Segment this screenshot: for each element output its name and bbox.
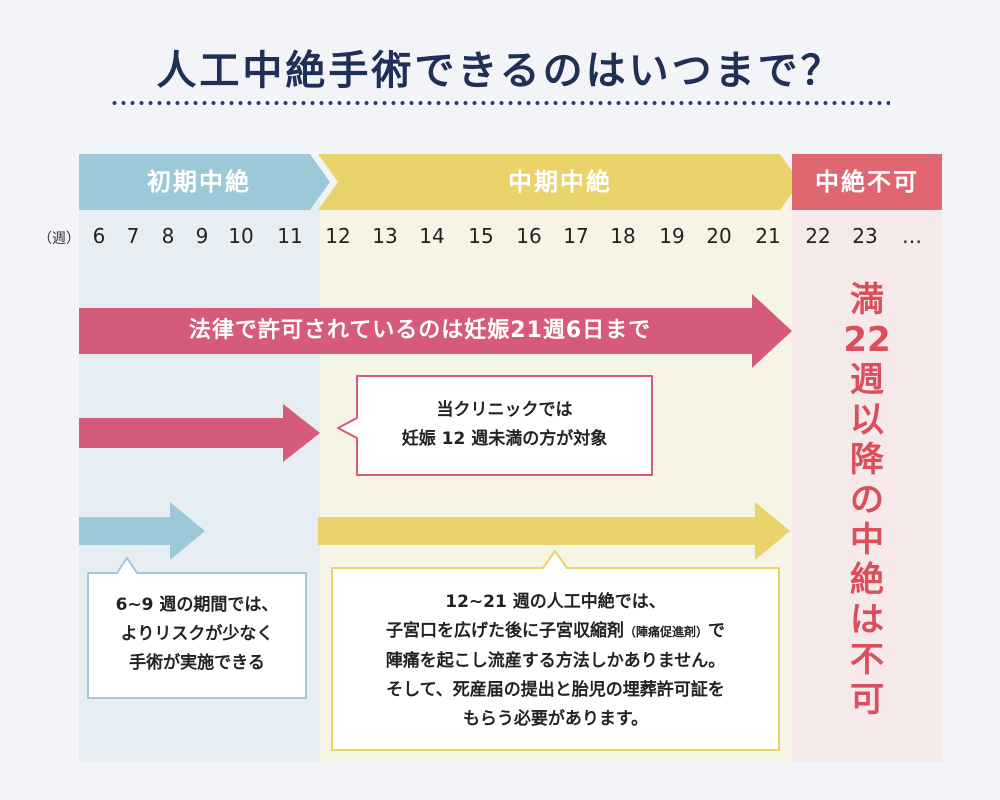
- week-14: 14: [419, 224, 445, 248]
- page-title: 人工中絶手術できるのはいつまで？: [156, 48, 844, 94]
- mid-callout-segment: 子宮口を広げた後に子宮収縮剤: [385, 621, 624, 641]
- vertical-note-char: 可: [850, 680, 884, 720]
- early-range-arrow: [79, 502, 205, 560]
- week-17: 17: [563, 224, 589, 248]
- early-callout-line: 手術が実施できる: [129, 653, 265, 673]
- week-6: 6: [92, 224, 106, 248]
- vertical-note-char: 22: [843, 320, 891, 360]
- early-callout-text: 6~9 週の期間では、 よりリスクが少なく 手術が実施できる: [88, 591, 306, 678]
- mid-callout-box: [331, 550, 780, 751]
- mid-callout-line: もらう必要があります。: [462, 709, 649, 729]
- mid-phase-header-arrow: [318, 154, 800, 210]
- week-8: 8: [161, 224, 175, 248]
- mid-callout-line: 陣痛を起こし流産する方法しかありません。: [385, 651, 726, 671]
- impossible-phase-label: 中絶不可: [815, 168, 919, 196]
- mid-callout-segment: で: [708, 621, 725, 641]
- week-10: 10: [228, 224, 254, 248]
- week-21: 21: [755, 224, 781, 248]
- week-20: 20: [706, 224, 732, 248]
- week-11: 11: [277, 224, 303, 248]
- early-phase-label: 初期中絶: [147, 168, 251, 196]
- mid-range-arrow: [318, 502, 790, 560]
- clinic-callout-box: [337, 375, 653, 476]
- week-12: 12: [325, 224, 351, 248]
- week-23: 23: [852, 224, 878, 248]
- week-16: 16: [516, 224, 542, 248]
- mid-callout-line: そして、死産届の提出と胎児の埋葬許可証を: [386, 680, 725, 700]
- impossible-phase-header: [792, 154, 942, 210]
- early-callout-box: [87, 557, 307, 699]
- mid-phase-label: 中期中絶: [508, 168, 612, 196]
- vertical-note-char: 週: [850, 360, 884, 400]
- vertical-note-char: 絶: [850, 560, 884, 600]
- week-7: 7: [126, 224, 140, 248]
- legal-limit-text: 法律で許可されているのは妊娠21週6日まで: [188, 318, 652, 343]
- vertical-note-char: の: [850, 480, 884, 520]
- early-callout-line: 6~9 週の期間では、: [115, 595, 279, 615]
- vertical-note-char: は: [850, 600, 884, 640]
- early-phase-header-arrow: [79, 154, 330, 210]
- week-unit-label: （週）: [38, 231, 80, 247]
- title-dotted-underline: [110, 100, 890, 106]
- week-13: 13: [372, 224, 398, 248]
- clinic-callout-text: 当クリニックでは 妊娠 12 週未満の方が対象: [357, 396, 652, 454]
- clinic-callout-line: 妊娠 12 週未満の方が対象: [401, 429, 608, 449]
- impossible-phase-zone: [792, 200, 942, 762]
- week-22: 22: [805, 224, 831, 248]
- vertical-note-char: 降: [850, 440, 884, 480]
- week-18: 18: [610, 224, 636, 248]
- week-9: 9: [195, 224, 209, 248]
- vertical-note-char: 中: [850, 520, 884, 560]
- early-callout-line: よりリスクが少なく: [120, 624, 274, 644]
- mid-callout-line: 12~21 週の人工中絶では、: [445, 592, 666, 612]
- clinic-callout-line: 当クリニックでは: [436, 400, 573, 420]
- legal-limit-arrow: [79, 294, 792, 368]
- week-19: 19: [659, 224, 685, 248]
- week-…: …: [902, 224, 922, 248]
- mid-callout-text: 12~21 週の人工中絶では、 子宮口を広げた後に子宮収縮剤（陣痛促進剤）で 陣…: [332, 588, 779, 734]
- clinic-range-arrow: [79, 404, 320, 462]
- vertical-note-char: 以: [850, 400, 884, 440]
- mid-callout-line: 子宮口を広げた後に子宮収縮剤（陣痛促進剤）で: [332, 617, 779, 647]
- mid-callout-small-note: （陣痛促進剤）: [623, 625, 708, 639]
- vertical-note-char: 不: [850, 640, 884, 680]
- week-15: 15: [468, 224, 494, 248]
- vertical-note-char: 満: [850, 280, 884, 320]
